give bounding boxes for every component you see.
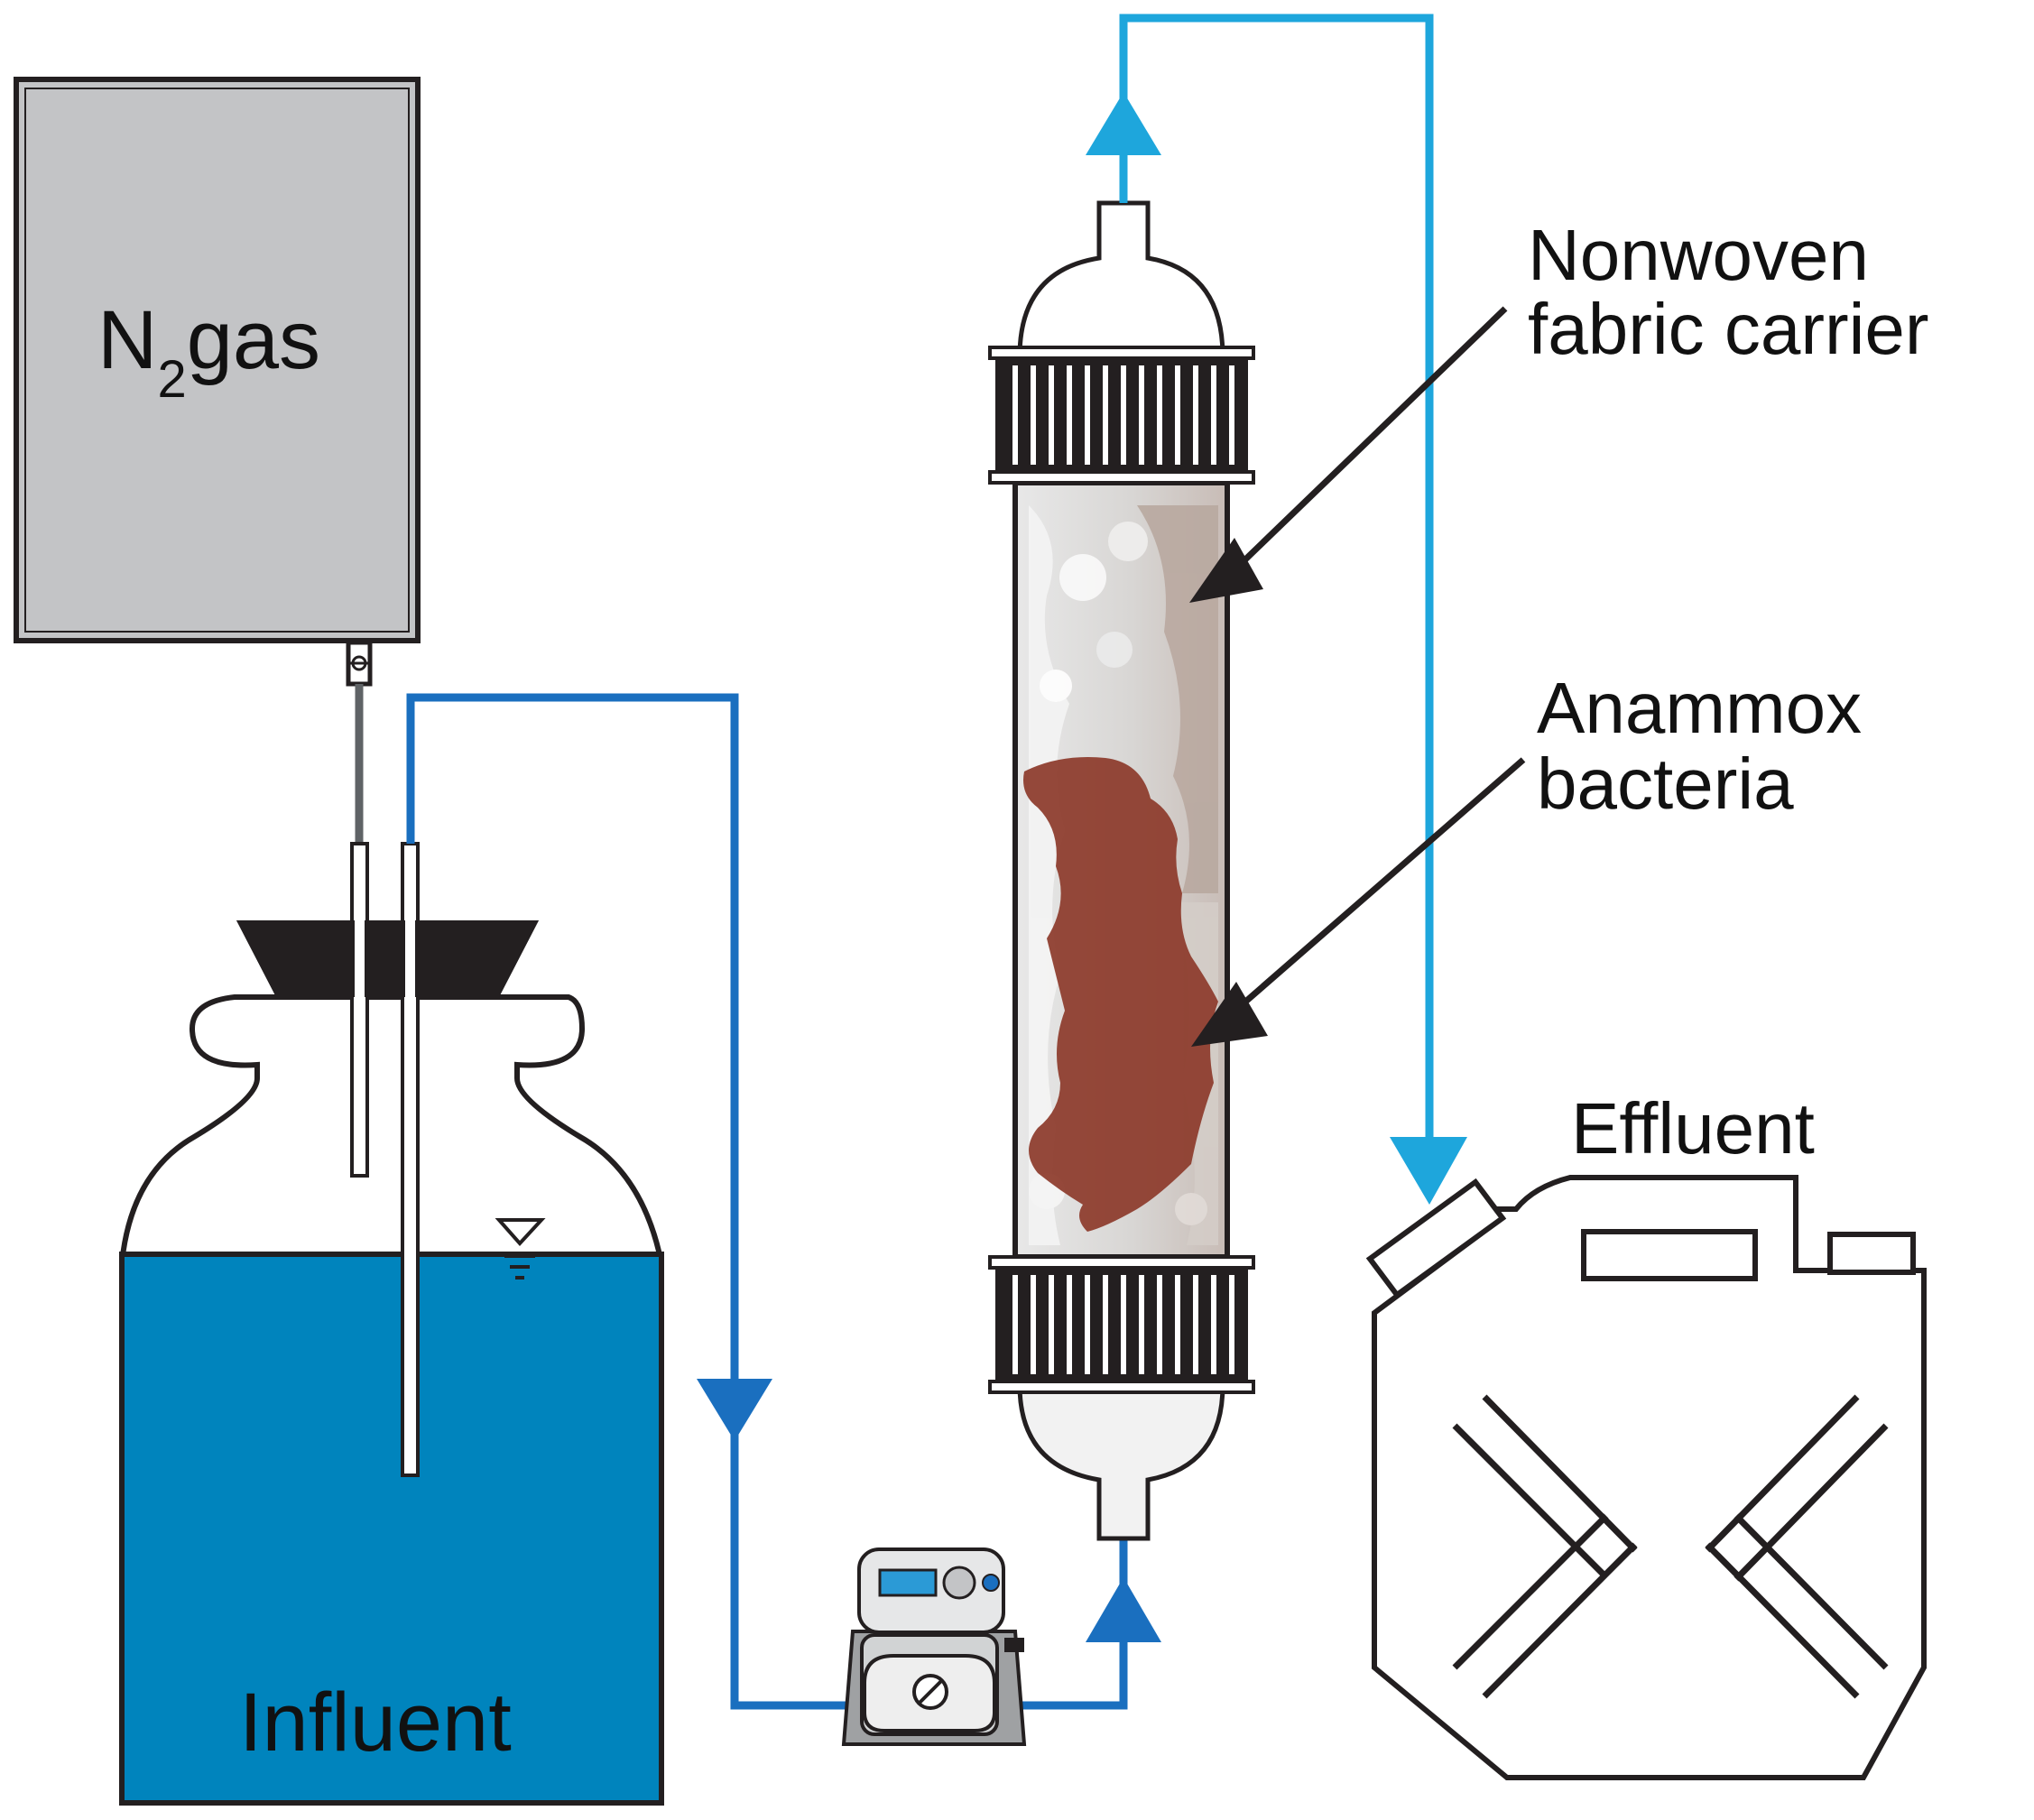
canister-handle (1581, 1229, 1758, 1281)
carrier-arrowhead (1189, 538, 1263, 603)
canister-vent (1827, 1232, 1916, 1275)
influent-line (406, 693, 1161, 1710)
reactor-column (988, 200, 1255, 1541)
pump-control-knob[interactable] (942, 1566, 976, 1600)
carrier-label-line2: fabric carrier (1528, 289, 1929, 369)
effluent-label: Effluent (1571, 1088, 1815, 1169)
effluent-flow-arrow-down (1390, 1137, 1467, 1205)
influent-flow-arrow-up (1086, 1577, 1161, 1642)
canister-spout (1365, 1178, 1507, 1299)
peristaltic-pump[interactable] (841, 1547, 1027, 1746)
influent-water (119, 1252, 664, 1806)
influent-flow-arrow-down (697, 1379, 772, 1441)
influent-label: Influent (239, 1677, 512, 1769)
effluent-canister: Effluent (1365, 1088, 1927, 1780)
canister-x-mark (1452, 1394, 1889, 1699)
n2-gas-label: N2gas (97, 294, 320, 409)
n2-gas-tank: N2gas (14, 77, 421, 687)
bacteria-callout: Anammox bacteria (1191, 668, 1862, 1047)
gas-inlet-tube (350, 842, 369, 1178)
bacteria-label-line2: bacteria (1537, 744, 1794, 824)
anammox-bacteria-biomass (1023, 757, 1218, 1232)
pump-display (878, 1568, 938, 1597)
effluent-flow-arrow-up (1086, 92, 1161, 155)
pump-power-button[interactable] (982, 1574, 1000, 1592)
carrier-callout: Nonwoven fabric carrier (1189, 215, 1929, 603)
influent-bottle: Influent (119, 842, 664, 1806)
carrier-label-line1: Nonwoven (1528, 215, 1869, 295)
bacteria-label-line1: Anammox (1537, 668, 1862, 748)
bacteria-arrowhead (1191, 982, 1268, 1047)
water-level-symbol (495, 1218, 546, 1280)
effluent-line (1086, 14, 1467, 1205)
